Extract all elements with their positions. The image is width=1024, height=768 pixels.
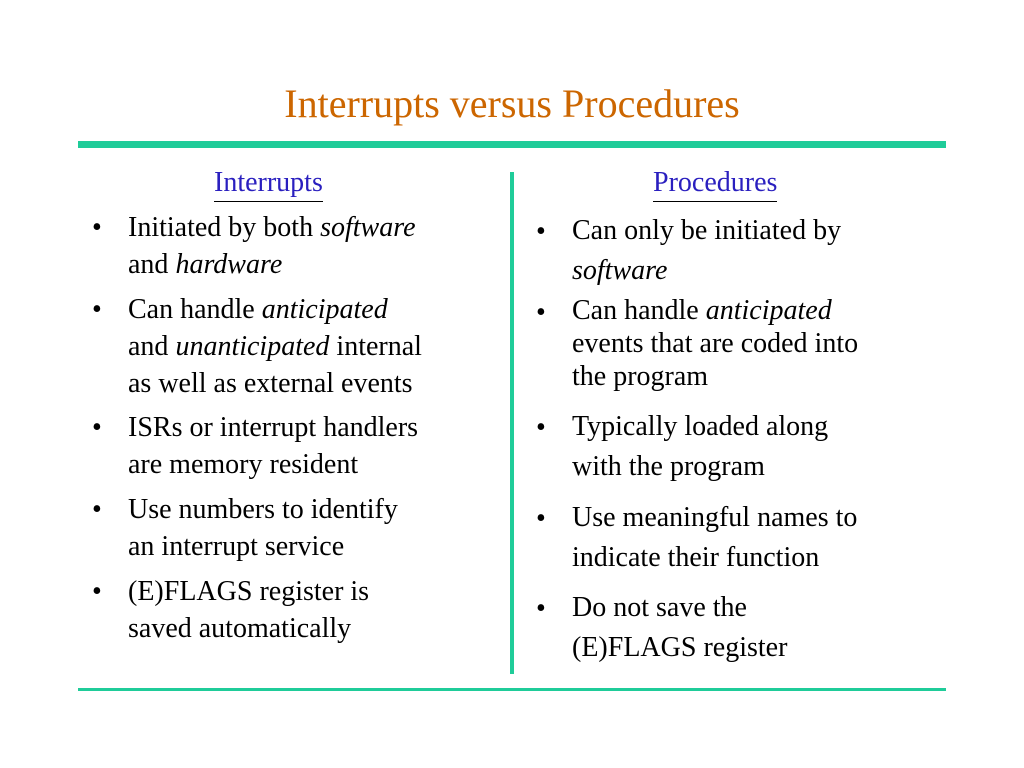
bullet-text: Use numbers to identify an interrupt ser… [128,494,398,562]
bullet-text: Initiated by both software and hardware [128,212,416,280]
bullet-icon: • [92,294,102,325]
bullet-icon: • [536,297,546,328]
bullet-icon: • [92,212,102,243]
bullet-icon: • [536,593,546,624]
bullet-text: (E)FLAGS register is saved automatically [128,576,370,644]
bullet-text: Can handle anticipated events that are c… [572,295,859,392]
interrupts-heading: Interrupts [214,166,323,202]
slide-title: Interrupts versus Procedures [284,81,740,126]
bullet-icon: • [536,503,546,534]
bullet-icon: • [92,412,102,443]
column-divider [510,172,514,674]
bullet-text: Do not save the (E)FLAGS register [572,592,788,663]
procedures-heading: Procedures [653,166,778,202]
bullet-text: ISRs or interrupt handlers are memory re… [128,412,419,480]
bullet-text: Can handle anticipated and unanticipated… [128,294,422,399]
bullet-icon: • [536,412,546,443]
bullet-icon: • [536,216,546,247]
bullet-icon: • [92,494,102,525]
bullet-icon: • [92,576,102,607]
top-rule [78,141,946,148]
bottom-rule [78,688,946,691]
bullet-text: Use meaningful names to indicate their f… [572,502,858,573]
bullet-text: Can only be initiated by software [572,215,842,286]
bullet-text: Typically loaded along with the program [572,411,829,482]
